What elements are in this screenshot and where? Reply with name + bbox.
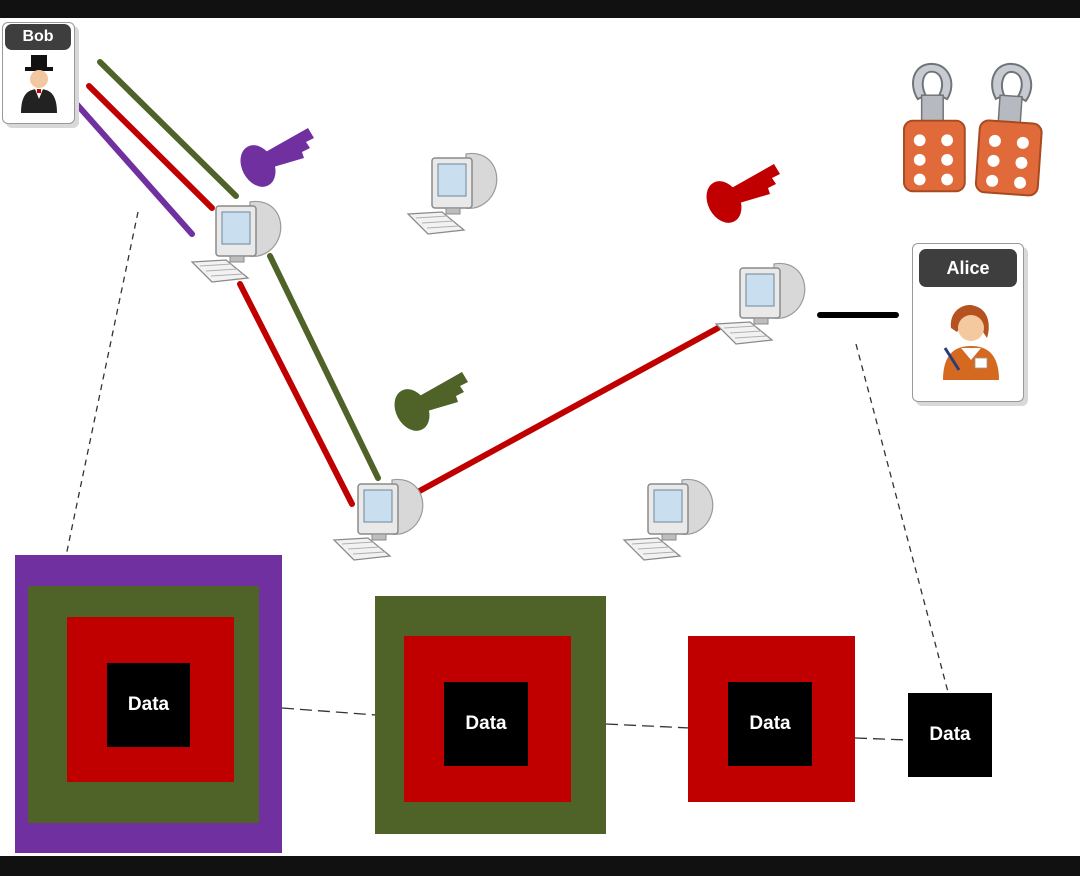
computer-icon [623,478,714,561]
bob-card: Bob [2,22,75,124]
packet-1-data: Data [107,663,190,747]
route-red-exit [411,325,721,497]
alice-card: Alice [912,243,1024,402]
route-red-hop [237,281,355,507]
route-green-bob [97,59,239,199]
padlock-icon [903,62,966,193]
route-green-hop [267,253,381,481]
bottom-letterbox [0,856,1080,876]
dashed-link-1 [281,707,377,716]
top-letterbox [0,0,1080,18]
person-icon [943,304,999,380]
packet-3-data: Data [728,682,812,766]
packet-2-data: Data [444,682,528,766]
computer-icon [191,200,282,283]
dashed-lead-right [855,343,949,693]
route-purple-bob [70,97,195,237]
computer-icon [715,262,806,345]
person-icon [21,55,57,113]
padlock-icon [974,60,1048,197]
bob-name: Bob [5,24,71,50]
dashed-link-2 [605,723,691,729]
dashed-link-3 [854,737,909,741]
key-icon [233,128,314,193]
route-red-bob [86,83,215,211]
alice-name: Alice [919,249,1017,287]
key-icon [387,372,468,437]
key-icon [699,164,780,229]
computer-icon [407,152,498,235]
dashed-lead-left [65,211,139,557]
packet-4-data: Data [908,693,992,777]
